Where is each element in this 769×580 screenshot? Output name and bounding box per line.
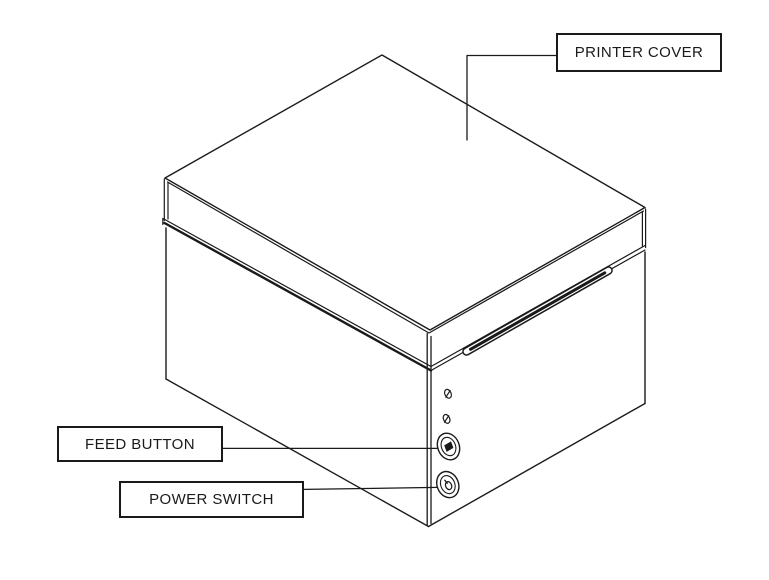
- printer-body-bottom-left-edge: [165, 378, 430, 528]
- cover-body-seam-left-thin: [162, 217, 432, 368]
- callout-feed-button: FEED BUTTON: [57, 426, 223, 462]
- printer-cover-top-face: [164, 54, 646, 331]
- callout-power-switch: POWER SWITCH: [119, 481, 304, 518]
- status-led-2: [442, 413, 451, 424]
- power-symbol-icon: [444, 479, 453, 491]
- callout-printer-cover: PRINTER COVER: [556, 33, 722, 72]
- cover-band-left-corner: [163, 178, 169, 222]
- feed-button-square-icon: [444, 441, 454, 452]
- callout-power-switch-label: POWER SWITCH: [149, 491, 274, 508]
- callout-feed-button-label: FEED BUTTON: [85, 435, 195, 453]
- printer-cover-leader-line: [466, 54, 557, 141]
- power-switch-leader-line: [303, 486, 438, 491]
- printer-cover-edge-highlight: [166, 181, 645, 334]
- callout-printer-cover-label: PRINTER COVER: [574, 44, 704, 61]
- status-led-1: [444, 388, 452, 399]
- cover-body-seam-left-thick: [163, 221, 433, 372]
- feed-button-control: [436, 432, 461, 461]
- cover-band-right-corner: [641, 208, 647, 249]
- printer-body-bottom-right-edge: [427, 402, 646, 528]
- printer-body-front-corner: [426, 332, 432, 526]
- power-switch-control: [435, 470, 460, 499]
- paper-exit-slot: [462, 266, 613, 356]
